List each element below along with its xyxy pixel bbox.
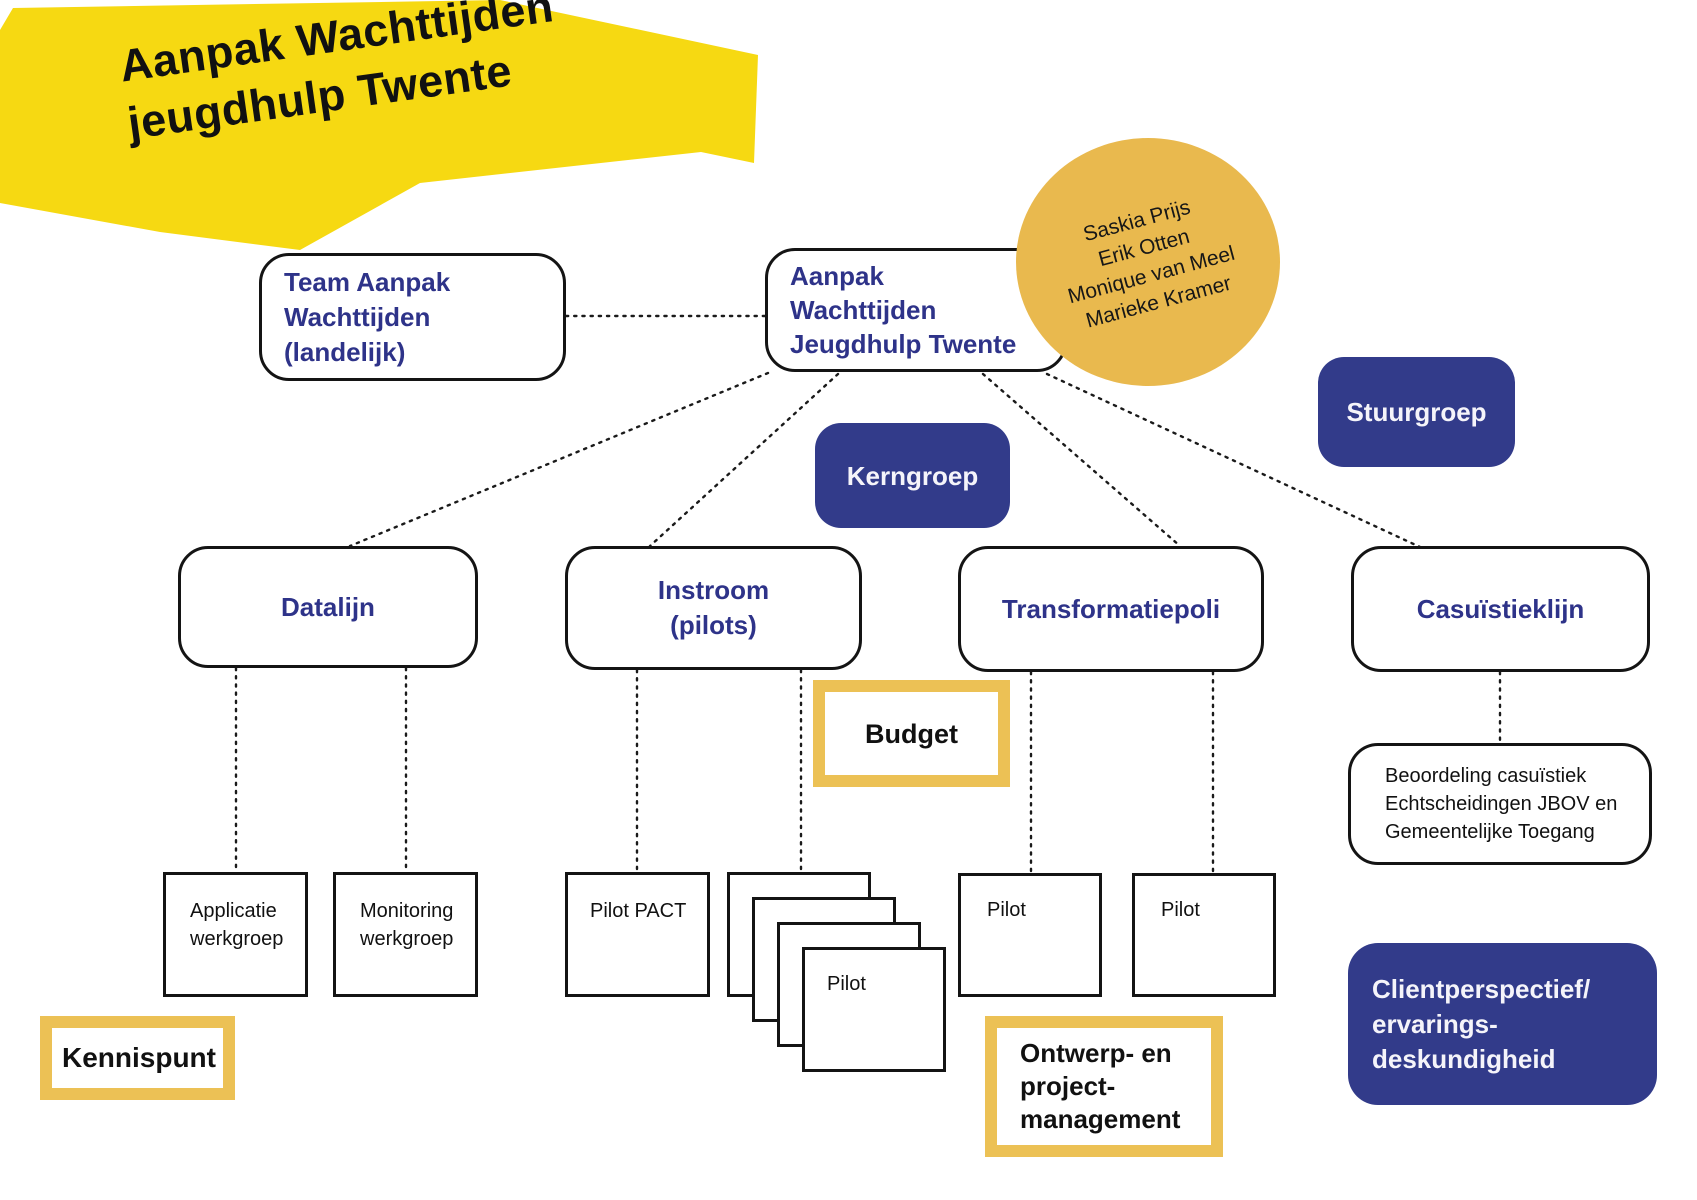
team-members-names: Saskia Prijs Erik Otten Monique van Meel… bbox=[1051, 186, 1246, 339]
connector-aanpak-transformatiepoli bbox=[981, 372, 1182, 548]
box-label: Budget bbox=[865, 718, 958, 749]
box-label: Kerngroep bbox=[846, 460, 979, 491]
box-label-line: Wachttijden bbox=[284, 301, 431, 332]
box-label-line: Clientperspectief/ bbox=[1372, 973, 1591, 1004]
box-budget: Budget bbox=[813, 680, 1010, 787]
box-label: Pilot bbox=[827, 973, 866, 995]
box-label: Instroom (pilots) bbox=[658, 573, 769, 643]
box-team-aanpak-landelijk: Team Aanpak Wachttijden (landelijk) bbox=[259, 253, 566, 381]
box-beoordeling-casuistiek: Beoordeling casuïstiek Echtscheidingen J… bbox=[1348, 743, 1652, 865]
box-stuurgroep: Stuurgroep bbox=[1318, 357, 1515, 467]
box-label: Kennispunt bbox=[62, 1042, 216, 1073]
box-label-line: Gemeentelijke Toegang bbox=[1385, 821, 1595, 843]
box-label-line: Echtscheidingen JBOV en bbox=[1385, 793, 1618, 815]
box-pilot-right: Pilot bbox=[1132, 873, 1276, 997]
box-label-line: (pilots) bbox=[670, 610, 757, 640]
box-label-line: Team Aanpak bbox=[284, 266, 451, 297]
team-members-circle: Saskia Prijs Erik Otten Monique van Meel… bbox=[1016, 138, 1280, 386]
pilot-stack-card-front: Pilot bbox=[802, 947, 946, 1072]
box-label-line: Jeugdhulp Twente bbox=[790, 329, 1017, 359]
box-instroom-pilots: Instroom (pilots) bbox=[565, 546, 862, 670]
box-casuistieklijn: Casuïstieklijn bbox=[1351, 546, 1650, 672]
box-label-line: management bbox=[1020, 1104, 1181, 1134]
box-pilot-left: Pilot bbox=[958, 873, 1102, 997]
box-label-line: Beoordeling casuïstiek bbox=[1385, 765, 1587, 787]
box-transformatiepoli: Transformatiepoli bbox=[958, 546, 1264, 672]
connector-aanpak-instroom bbox=[648, 372, 840, 548]
box-label-line: Aanpak bbox=[790, 261, 884, 291]
box-label: Datalijn bbox=[281, 591, 375, 622]
box-label-line: Ontwerp- en bbox=[1020, 1038, 1172, 1068]
box-label-line: Wachttijden bbox=[790, 295, 937, 325]
box-label-line: (landelijk) bbox=[284, 336, 406, 367]
box-applicatie-werkgroep: Applicatie werkgroep bbox=[163, 872, 308, 997]
box-label: Pilot PACT bbox=[590, 900, 687, 922]
box-label: Pilot bbox=[987, 899, 1026, 921]
box-label: Transformatiepoli bbox=[1001, 593, 1221, 624]
box-ontwerp-projectmanagement: Ontwerp- en project- management bbox=[985, 1016, 1223, 1157]
box-label-line: werkgroep bbox=[360, 928, 454, 950]
box-label-line: werkgroep bbox=[190, 928, 284, 950]
box-label-line: Monitoring bbox=[360, 900, 454, 922]
connector-aanpak-datalijn bbox=[348, 371, 770, 548]
box-label-line: project- bbox=[1020, 1071, 1116, 1101]
box-label: Pilot bbox=[1161, 899, 1200, 921]
box-label-line: ervarings- bbox=[1372, 1008, 1498, 1039]
box-clientperspectief: Clientperspectief/ ervarings- deskundigh… bbox=[1348, 943, 1657, 1105]
box-label-line: deskundigheid bbox=[1372, 1043, 1556, 1074]
box-label-line: Applicatie bbox=[190, 900, 277, 922]
box-monitoring-werkgroep: Monitoring werkgroep bbox=[333, 872, 478, 997]
box-kerngroep: Kerngroep bbox=[815, 423, 1010, 528]
box-kennispunt: Kennispunt bbox=[40, 1016, 235, 1100]
banner-shape bbox=[0, 0, 758, 250]
connector-aanpak-casuistieklijn bbox=[1045, 372, 1422, 549]
box-pilot-pact: Pilot PACT bbox=[565, 872, 710, 997]
box-datalijn: Datalijn bbox=[178, 546, 478, 668]
box-label: Casuïstieklijn bbox=[1416, 593, 1585, 624]
box-label-line: Instroom bbox=[657, 575, 770, 605]
box-label: Stuurgroep bbox=[1346, 397, 1487, 427]
